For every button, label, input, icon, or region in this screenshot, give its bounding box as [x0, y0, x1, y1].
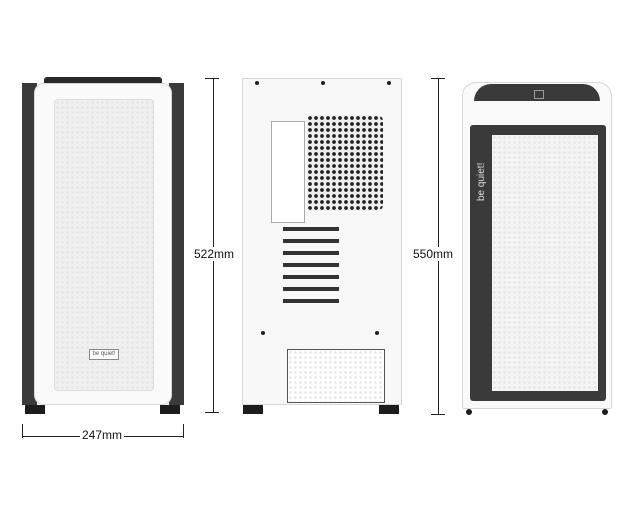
back-io-cutout — [271, 121, 305, 223]
back-foot-right — [379, 405, 399, 414]
back-foot-left — [243, 405, 263, 414]
height-total-dimension-line — [438, 78, 439, 415]
screw — [375, 331, 379, 335]
window-interior — [492, 135, 598, 391]
front-foot-left — [25, 405, 45, 414]
slot — [283, 227, 339, 231]
width-dimension-tick-right — [183, 424, 184, 438]
screw — [387, 81, 391, 85]
front-view: be quiet! — [22, 77, 184, 414]
slot — [283, 299, 339, 303]
slot — [283, 263, 339, 267]
psu-cutout — [287, 349, 385, 403]
height-total-tick-bottom — [431, 414, 445, 415]
top-io-panel — [474, 84, 600, 101]
front-logo: be quiet! — [89, 349, 119, 360]
side-view: be quiet! — [462, 78, 612, 415]
height-body-dimension-line — [213, 78, 214, 412]
front-top-io-bar — [44, 77, 162, 84]
screw — [321, 81, 325, 85]
width-dimension-label: 247mm — [80, 428, 125, 442]
screw — [261, 331, 265, 335]
height-total-dimension-label: 550mm — [411, 247, 456, 261]
front-right-side-panel — [169, 83, 184, 405]
height-total-tick-top — [431, 78, 445, 79]
slot — [283, 287, 339, 291]
expansion-slots — [283, 225, 339, 317]
height-body-tick-top — [205, 78, 219, 79]
glass-window: be quiet! — [470, 125, 606, 401]
height-body-dimension-label: 522mm — [192, 247, 237, 261]
side-foot-left — [466, 409, 472, 415]
width-dimension-tick-left — [22, 424, 23, 438]
slot — [283, 275, 339, 279]
side-logo: be quiet! — [476, 162, 487, 201]
front-mesh — [54, 99, 154, 391]
usb-c-port — [534, 90, 544, 99]
front-foot-right — [160, 405, 180, 414]
slot — [283, 239, 339, 243]
screw — [255, 81, 259, 85]
height-body-tick-bottom — [205, 412, 219, 413]
back-view — [242, 78, 402, 414]
side-foot-right — [602, 409, 608, 415]
slot — [283, 251, 339, 255]
rear-fan-grill — [307, 115, 383, 211]
front-left-side-panel — [22, 83, 37, 405]
